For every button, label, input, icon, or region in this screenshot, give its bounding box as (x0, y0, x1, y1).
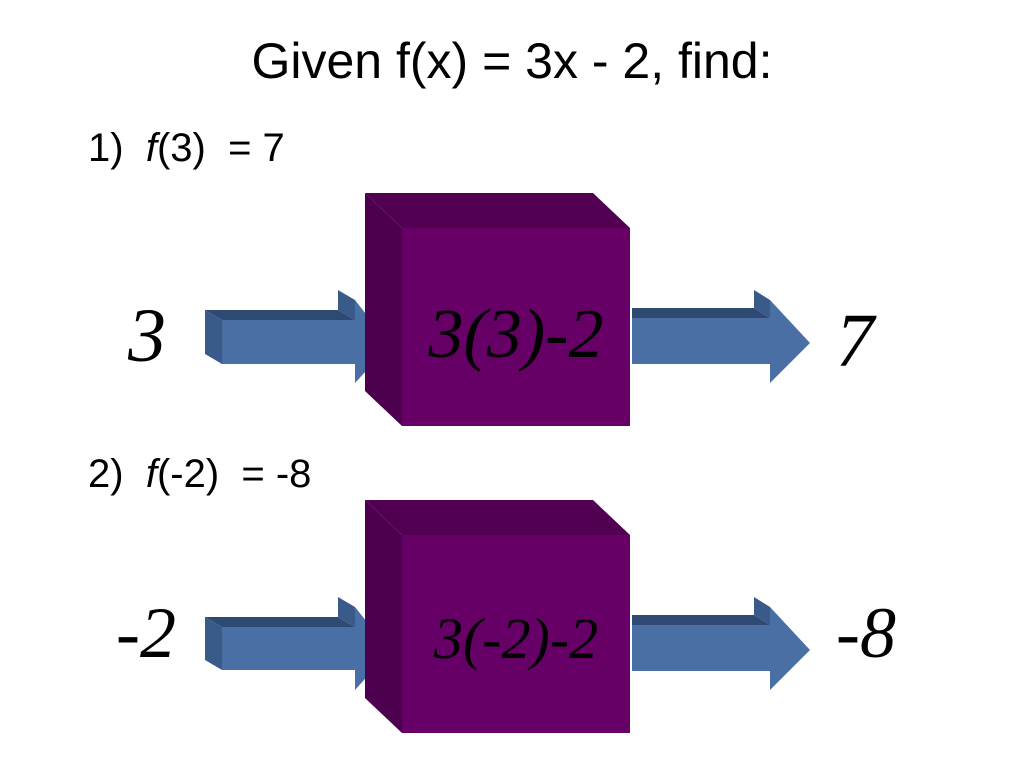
problem-2-label: 2) f(-2) = -8 (88, 452, 311, 496)
function-box-2 (365, 500, 630, 733)
problem-2-function: f (145, 452, 157, 496)
machine-1 (205, 193, 810, 426)
problem-2-number: 2) (88, 452, 124, 496)
machine-2 (205, 500, 810, 733)
problem-1-label: 1) f(3) = 7 (88, 126, 285, 170)
input-arrow-2 (205, 597, 390, 690)
problem-1-argument: (3) (156, 126, 206, 170)
output-value-1: 7 (836, 299, 874, 383)
output-arrow-2 (632, 597, 810, 690)
output-arrow-1 (632, 290, 810, 383)
problem-1-answer: = 7 (228, 126, 285, 170)
expression-1: 3(3)-2 (428, 296, 604, 373)
problem-1-number: 1) (88, 126, 124, 170)
problem-2-answer: = -8 (241, 452, 312, 496)
slide-title: Given f(x) = 3x - 2, find: (251, 33, 773, 89)
function-box-1 (365, 193, 630, 426)
output-value-2: -8 (836, 593, 896, 673)
input-value-1: 3 (128, 294, 166, 378)
expression-2: 3(-2)-2 (433, 606, 599, 671)
input-arrow-1 (205, 290, 390, 383)
problem-1-function: f (145, 126, 157, 170)
input-value-2: -2 (116, 593, 176, 673)
problem-2-argument: (-2) (156, 452, 220, 496)
